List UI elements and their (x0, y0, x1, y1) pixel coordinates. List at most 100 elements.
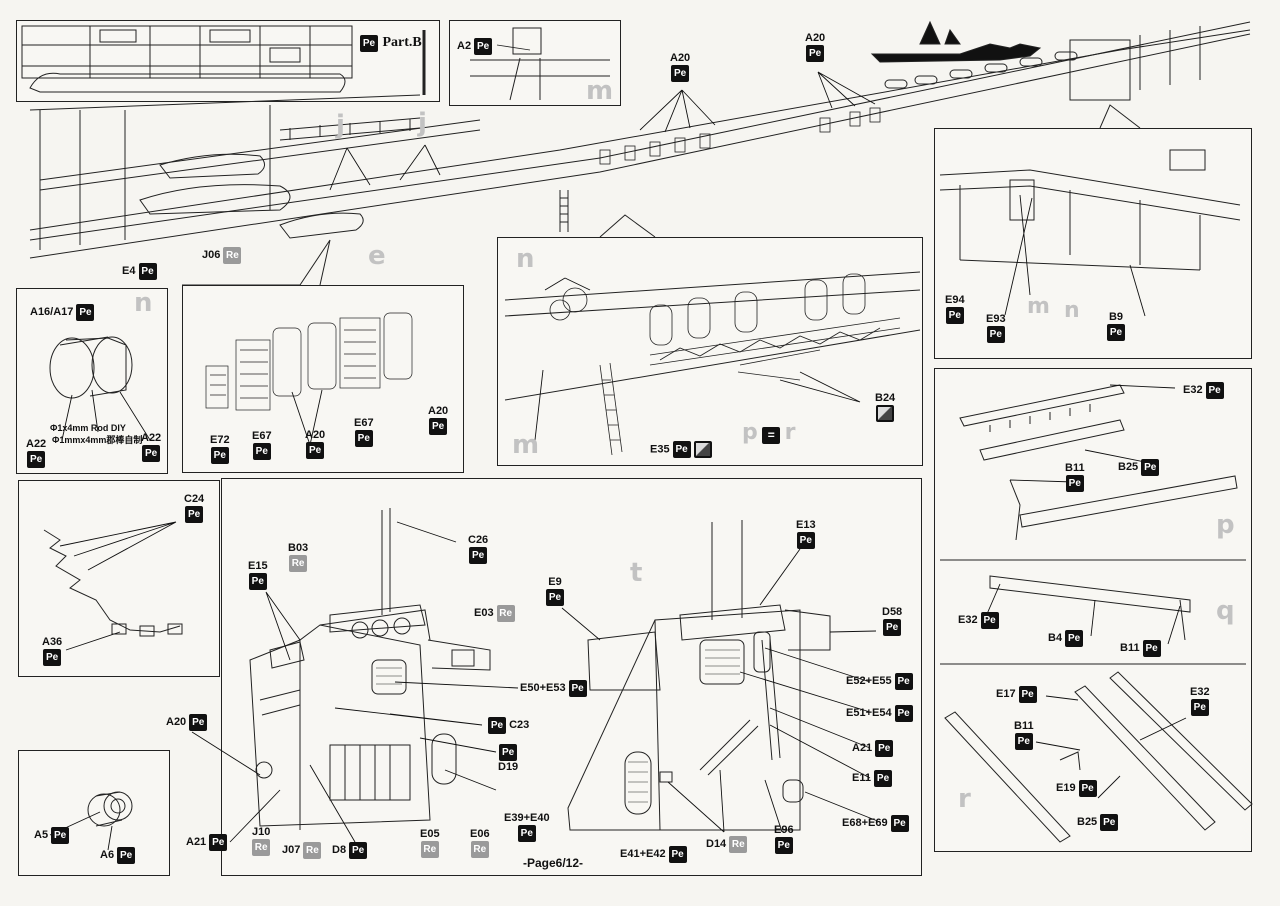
e50-code: E50+E53 (520, 682, 566, 694)
e93-tag: Pe (986, 326, 1005, 343)
c26-tag: Pe (469, 547, 488, 564)
e94-callout: E94 Pe (945, 294, 965, 324)
c26-callout: C26 Pe (468, 534, 488, 564)
a16-code: A16/A17 (30, 306, 74, 318)
e06-tag: Re (470, 841, 489, 858)
e03-tag: Re (496, 605, 515, 622)
rod-note-1: Φ1x4mm Rod DIY (50, 423, 126, 433)
e93-code: E93 (986, 313, 1006, 325)
c26-code: C26 (468, 534, 489, 546)
p-e32-callout: E32 Pe (1183, 382, 1224, 399)
e13-callout: E13 Pe (796, 519, 816, 549)
letter-j-1: j (336, 110, 345, 140)
b03-callout: B03 Re (288, 542, 308, 572)
e72-callout: E72 Pe (210, 434, 230, 464)
c23-callout: Pe C23 (488, 717, 529, 734)
a20-mid-callout: A20 Pe (305, 429, 325, 459)
e96-code: E96 (774, 824, 794, 836)
e4-callout: E4 Pe (122, 263, 157, 280)
j10-code: J10 (252, 826, 271, 838)
a20-mid-tag: Pe (306, 442, 325, 459)
e35-tag: Pe (672, 441, 691, 459)
e4-tag: Pe (138, 263, 157, 280)
p-b25-tag: Pe (1141, 459, 1160, 476)
a6-callout: A6 Pe (100, 847, 136, 864)
combo-eq: = (762, 427, 781, 444)
panel-r-letter: r (958, 784, 971, 814)
e41-tag: Pe (668, 846, 687, 863)
right-letter-n: n (1064, 298, 1080, 323)
e35-photo-tag (693, 441, 712, 458)
r-b11-code: B11 (1014, 720, 1034, 732)
b24-photo-tag (876, 405, 895, 422)
b9-callout: B9 Pe (1107, 311, 1125, 341)
b9-tag: Pe (1107, 324, 1125, 341)
center-letter-n: n (516, 244, 535, 274)
e39-tag: Pe (517, 825, 536, 842)
part-b-tag: Pe (360, 35, 378, 52)
p-r-combo: p = r (742, 420, 796, 446)
a22-right-code: A22 (141, 432, 162, 444)
e41-callout: E41+E42 Pe (620, 846, 687, 863)
e96-tag: Pe (774, 837, 793, 854)
combo-p: p (742, 420, 758, 445)
panel-right-top (934, 128, 1252, 359)
c24-code: C24 (184, 493, 205, 505)
d19-callout: Pe D19 (498, 744, 518, 774)
panel-center-detail (497, 237, 923, 466)
e35-callout: E35 Pe (650, 441, 712, 459)
a5-code: A5 (34, 829, 49, 841)
q-b11-callout: B11 Pe (1120, 640, 1161, 657)
j07-code: J07 (282, 844, 301, 856)
e52-tag: Pe (894, 673, 913, 690)
e15-code: E15 (248, 560, 268, 572)
a36-tag: Pe (43, 649, 62, 666)
a22-left-code: A22 (26, 438, 47, 450)
e41-code: E41+E42 (620, 848, 666, 860)
a20-right-e-tag: Pe (429, 418, 448, 435)
r-e32-tag: Pe (1190, 699, 1209, 716)
e11-tag: Pe (874, 770, 893, 787)
r-b11-tag: Pe (1014, 733, 1033, 750)
j10-callout: J10 Re (252, 826, 270, 856)
a20-right-e-callout: A20 Pe (428, 405, 448, 435)
a6-code: A6 (100, 849, 115, 861)
a22-right-tag: Pe (142, 445, 161, 462)
e51-tag: Pe (894, 705, 913, 722)
e11-code: E11 (852, 772, 871, 784)
e50-tag: Pe (568, 680, 587, 697)
a21-callout: A21 Pe (186, 834, 228, 851)
center-letter-m: m (512, 430, 540, 460)
e67-right-callout: E67 Pe (354, 417, 374, 447)
q-b4-callout: B4 Pe (1048, 630, 1084, 647)
tower-letter-t: t (630, 558, 643, 588)
a20-right-tag: Pe (806, 45, 825, 62)
e94-tag: Pe (945, 307, 964, 324)
a21-code: A21 (186, 836, 207, 848)
a20-left-tag: Pe (671, 65, 690, 82)
q-e32-code: E32 (958, 614, 978, 626)
r-e32-callout: E32 Pe (1190, 686, 1210, 716)
a2-callout: A2 Pe (457, 38, 493, 55)
a21-right-callout: A21 Pe (852, 740, 894, 757)
p-e32-tag: Pe (1205, 382, 1224, 399)
r-e19-tag: Pe (1078, 780, 1097, 797)
q-b11-tag: Pe (1142, 640, 1161, 657)
part-b-header: Pe Part.B (360, 33, 422, 52)
a20-left-code: A20 (670, 52, 691, 64)
d14-code: D14 (706, 838, 727, 850)
q-b4-code: B4 (1048, 632, 1063, 644)
panel-a5 (18, 750, 170, 876)
right-letter-m: m (1027, 294, 1050, 319)
r-e19-callout: E19 Pe (1056, 780, 1097, 797)
e52-callout: E52+E55 Pe (846, 673, 913, 690)
p-b11-tag: Pe (1065, 475, 1084, 492)
r-e32-code: E32 (1190, 686, 1210, 698)
e03-code: E03 (474, 607, 494, 619)
p-b25-code: B25 (1118, 461, 1139, 473)
e39-callout: E39+E40 Pe (504, 812, 550, 842)
q-e32-tag: Pe (980, 612, 999, 629)
d8-code: D8 (332, 844, 347, 856)
panel-n-letter: n (134, 288, 153, 318)
